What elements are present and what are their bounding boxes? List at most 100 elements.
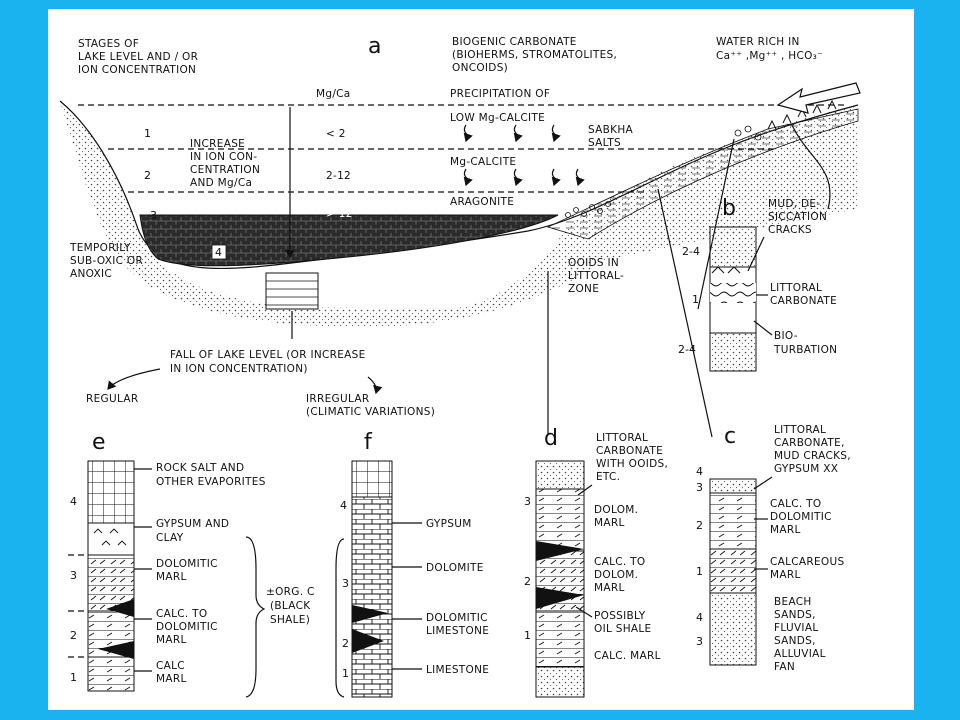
panel-letter-d: d [544,426,558,451]
black-shale-wedge-f1 [352,605,388,623]
black-shale-wedge-e2 [98,641,134,659]
c-num-5: 4 [696,611,703,624]
f-limestone-label: LIMESTONE [426,664,489,676]
f-gypsum-label: GYPSUM [426,518,472,530]
column-f-salt [351,460,393,498]
bioturbation-label: BIO- TURBATION [773,330,837,356]
e-leaders [134,468,152,672]
f-num-4: 4 [340,499,347,512]
e-cycle-ticks [68,554,88,658]
d-num-3: 3 [524,495,531,508]
column-f-limestone [351,496,393,698]
e-num-3: 3 [70,569,77,582]
stages-title: STAGES OF LAKE LEVEL AND / OR ION CONCEN… [78,38,202,76]
biogenic-carbonate-label: BIOGENIC CARBONATE (BIOHERMS, STROMATOLI… [452,36,621,74]
figure-sheet: a STAGES OF LAKE LEVEL AND / OR ION CONC… [48,9,914,710]
stage-3-ratio: > 12 [326,208,353,220]
panel-c: c 4 3 2 1 4 3 LITTORAL CARBONATE, MUD CR… [696,424,855,673]
e-dolomitic-label: DOLOMITIC MARL [156,558,221,583]
c-num-4: 1 [696,565,703,578]
irregular-arrow [367,376,383,395]
stage-1-num: 1 [144,127,151,140]
column-d-dolom-marl [535,488,585,552]
d-oil-label: POSSIBLY OIL SHALE [594,610,651,635]
f-dolomite-label: DOLOMITE [426,562,484,574]
ooids-label: OOIDS IN LITTORAL- ZONE [568,257,628,295]
f-dol-limestone-label: DOLOMITIC LIMESTONE [426,612,491,637]
panel-a: a STAGES OF LAKE LEVEL AND / OR ION CONC… [59,34,861,438]
regular-arrow [107,368,161,390]
panel-letter-a: a [368,34,381,59]
c-top-label: LITTORAL CARBONATE, MUD CRACKS, GYPSUM X… [774,424,855,475]
lake-carbonate-diagram: a STAGES OF LAKE LEVEL AND / OR ION CONC… [59,34,861,698]
panel-letter-e: e [92,430,106,455]
stage-3-num: 3 [150,209,157,222]
mud-crack-symbol [711,266,741,274]
b-num-top: 2-4 [682,245,700,258]
b-num-bot: 2-4 [678,343,696,356]
c-num-6: 3 [696,635,703,648]
d-num-1: 1 [524,629,531,642]
leader-to-b [697,138,735,310]
irregular-label: IRREGULAR (CLIMATIC VARIATIONS) [306,393,435,418]
f-leaders [392,522,422,670]
column-d-calc-marl [535,610,585,668]
f-num-1: 1 [342,667,349,680]
column-e-gypsum [87,522,135,556]
sabkha-label: SABKHA SALTS [588,124,637,149]
b-leader-3 [753,320,773,336]
increase-label: INCREASE IN ION CON- CENTRATION AND Mg/C… [190,138,264,189]
d-calc-label: CALC. TO DOLOM. MARL [594,556,649,594]
org-c-brace [245,536,266,698]
stage-3-mineral: ARAGONITE [450,196,514,208]
precipitation-header: PRECIPITATION OF [450,88,550,100]
black-shale-wedge-e1 [106,599,134,617]
panel-f: f 4 3 2 1 GYPSUM DOLOMITE DOLOMITIC LIME… [335,430,491,698]
column-b-waves [710,283,756,303]
stage-2-ratio: 2-12 [326,170,351,182]
panel-letter-b: b [722,196,736,221]
c-num-2: 3 [696,481,703,494]
e-calcmarl-label: CALC MARL [156,660,189,685]
column-e-calc-marl [87,656,135,692]
black-shale-wedge-f2 [352,629,384,653]
core-layers [266,280,318,306]
f-left-brace [335,538,345,698]
c-calc-label: CALC. TO DOLOMITIC MARL [770,498,835,536]
b-leader-1 [747,236,765,272]
littoral-wedge [546,108,859,240]
ooid-symbols [565,125,762,218]
panel-d: d 3 2 1 LITTORAL CARBONATE WITH OOIDS, E… [524,426,672,698]
panel-letter-c: c [724,424,736,449]
e-gypsum-label: GYPSUM AND CLAY [156,518,233,544]
basin-sediment [60,101,858,328]
anoxic-label: TEMPORILY SUB-OXIC OR ANOXIC [69,242,147,280]
littoral-carbonate-b: LITTORAL CARBONATE [770,282,837,307]
e-num-2: 2 [70,629,77,642]
fall-label: FALL OF LAKE LEVEL (OR INCREASE IN ION C… [170,349,369,375]
stage-1-ratio: < 2 [326,128,346,140]
e-calc-label: CALC. TO DOLOMITIC MARL [156,608,221,646]
d-dolom-label: DOLOM. MARL [594,504,642,529]
stage-2-num: 2 [144,169,151,182]
d-num-2: 2 [524,575,531,588]
column-e-salt [87,460,135,524]
d-top-label: LITTORAL CARBONATE WITH OOIDS, ETC. [596,432,672,483]
inflow-arrow [776,82,861,114]
regular-label: REGULAR [86,393,138,405]
stage-2-mineral: Mg-CALCITE [450,156,516,168]
stage-4-num: 4 [215,246,222,259]
panel-e: e 4 3 2 1 ROCK SALT AND OTHER EVAPORITES… [68,430,318,698]
org-c-label: ±ORG. C (BLACK SHALE) [266,586,318,626]
basin-dark-fill [139,214,559,267]
stage-1-mineral: LOW Mg-CALCITE [450,112,545,124]
water-rich-label: WATER RICH IN Ca⁺⁺ ,Mg⁺⁺ , HCO₃⁻ [716,36,823,62]
column-e-dolomitic [87,554,135,612]
d-calcmarl-label: CALC. MARL [594,650,661,662]
f-num-3: 3 [342,577,349,590]
b-num-mid: 1 [692,293,699,306]
core-sample [265,272,319,310]
c-calcareous-label: CALCAREOUS MARL [770,556,848,581]
e-num-1: 1 [70,671,77,684]
panel-letter-f: f [364,430,373,455]
